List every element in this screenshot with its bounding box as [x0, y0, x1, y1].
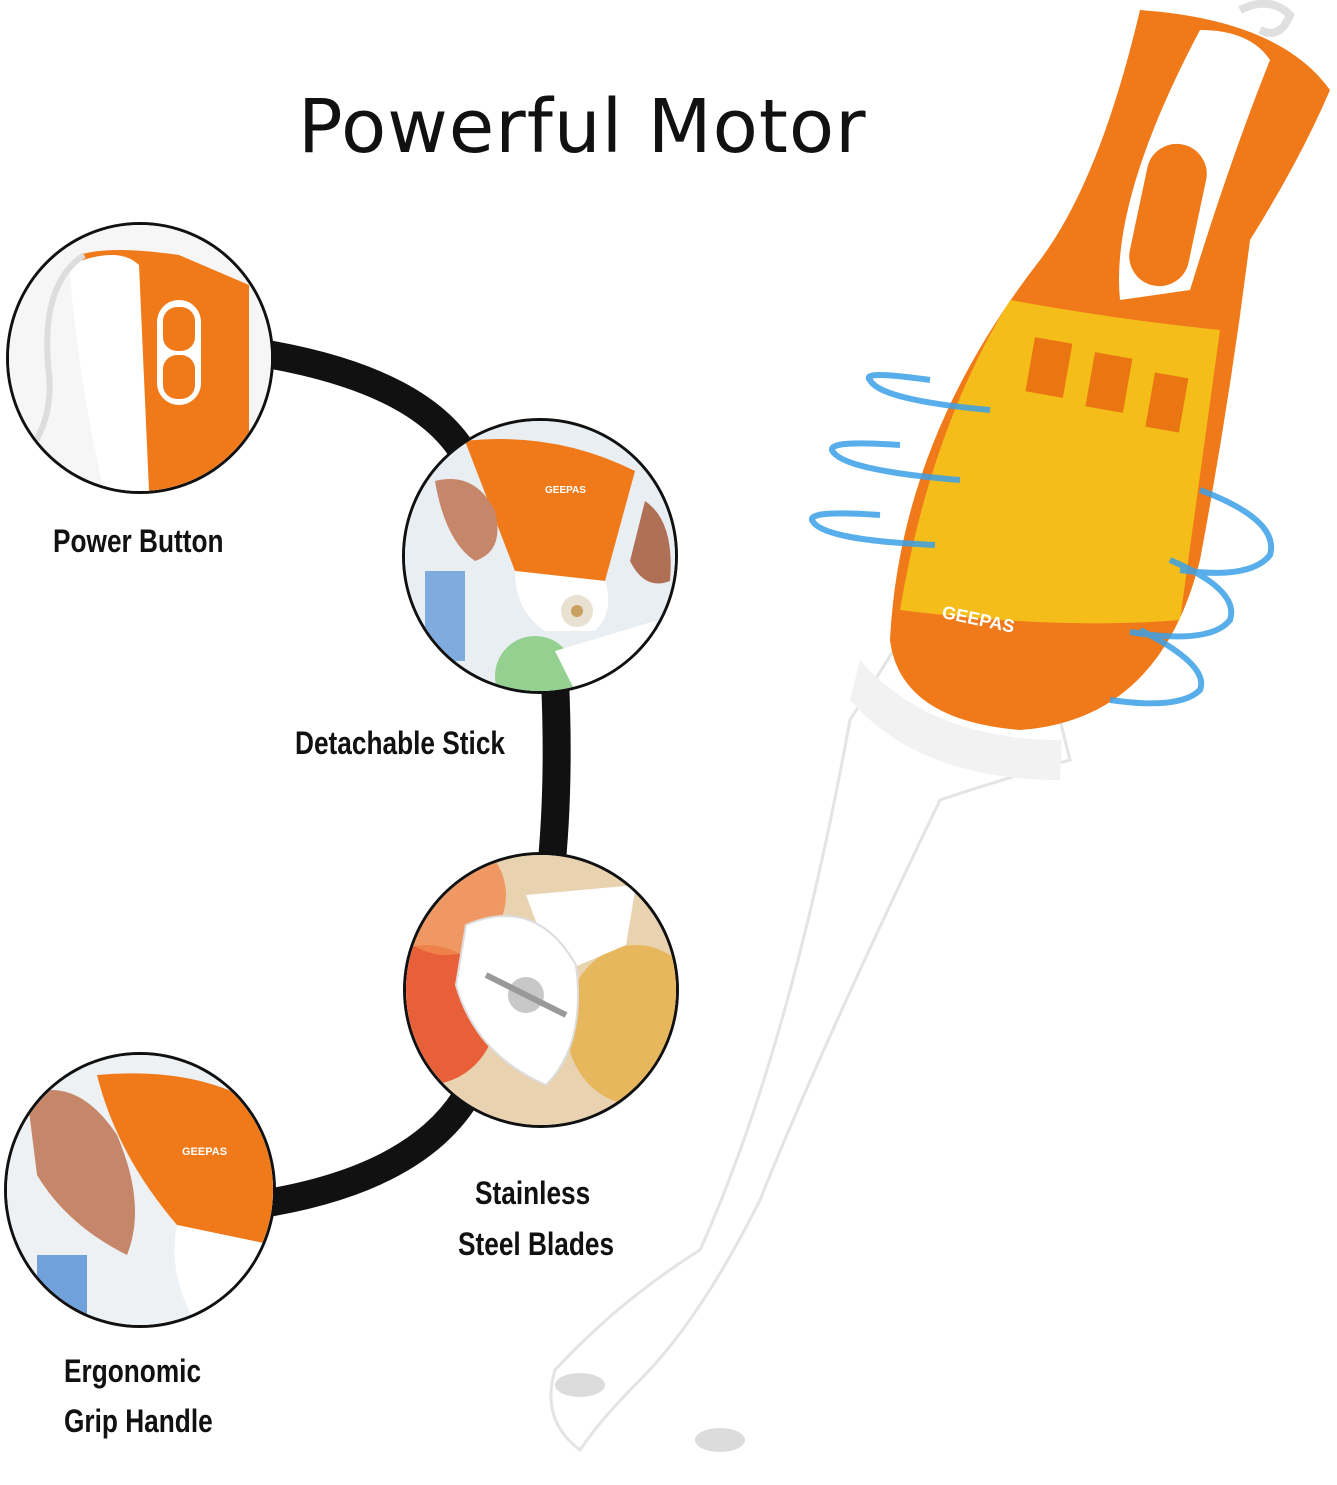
stainless-blades-photo: [403, 852, 679, 1128]
stainless-blades-label-line1: Stainless: [475, 1175, 591, 1211]
stainless-blades-illustration: [406, 855, 676, 1125]
ergonomic-grip-photo: GEEPAS: [4, 1052, 276, 1328]
power-button-label: Power Button: [53, 523, 224, 559]
detachable-stick-label: Detachable Stick: [295, 725, 506, 761]
power-button-illustration: [9, 225, 271, 491]
hand-blender: GEEPAS: [549, 0, 1330, 1453]
ergonomic-grip-illustration: GEEPAS: [7, 1055, 273, 1325]
power-button-photo: [6, 222, 274, 494]
brand-text-grip: GEEPAS: [182, 1146, 227, 1158]
ergonomic-grip-label-line2: Grip Handle: [64, 1403, 213, 1439]
detachable-stick-illustration: GEEPAS: [405, 421, 675, 691]
brand-text: GEEPAS: [545, 485, 586, 496]
stainless-blades-label-line2: Steel Blades: [458, 1226, 615, 1262]
ergonomic-grip-label-line1: Ergonomic: [64, 1353, 202, 1389]
page-title: Powerful Motor: [298, 84, 867, 170]
detachable-stick-photo: GEEPAS: [402, 418, 678, 694]
